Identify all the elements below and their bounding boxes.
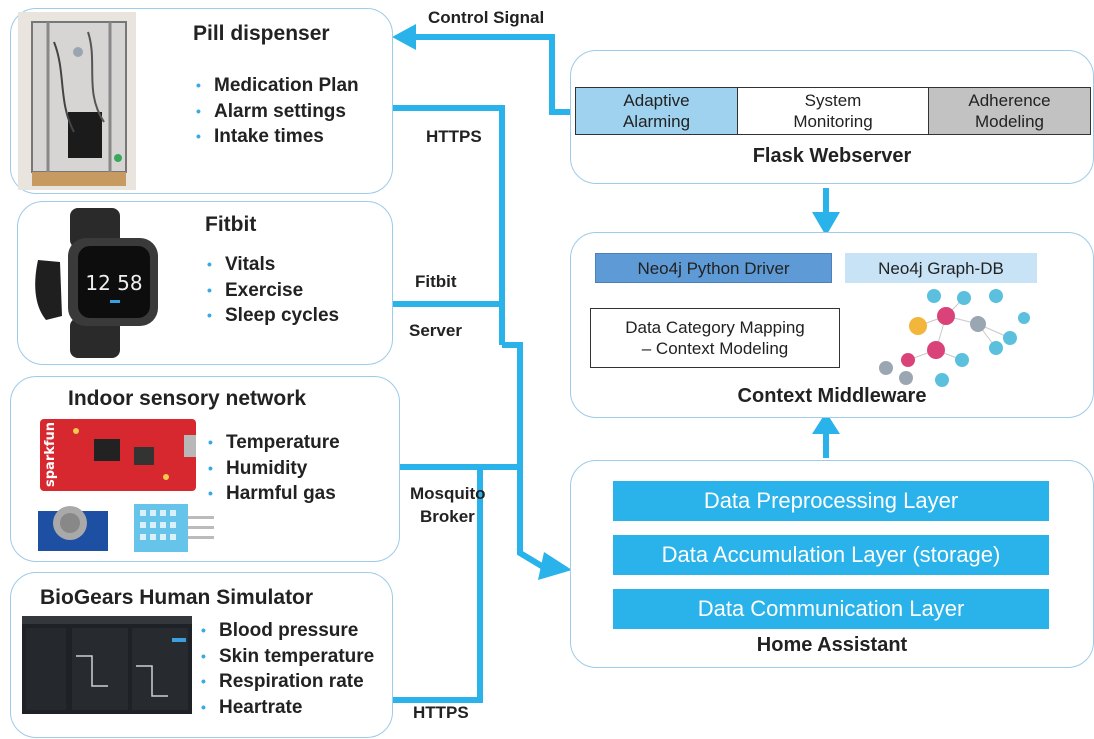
pill-dispenser-list: Medication Plan Alarm settings Intake ti…: [196, 73, 359, 150]
list-item: Medication Plan: [196, 73, 359, 99]
flask-webserver-title: Flask Webserver: [752, 145, 912, 167]
list-item: Respiration rate: [201, 669, 374, 695]
data-category-mapping-box: Data Category Mapping– Context Modeling: [590, 308, 840, 368]
biogears-screen-photo: [22, 616, 192, 714]
control-signal-line: [415, 34, 573, 115]
flask-context-arrowhead: [812, 212, 840, 236]
fitbit-server-label-2: Server: [409, 321, 462, 340]
home-assistant-arrowhead: [538, 552, 572, 580]
biogears-title: BioGears Human Simulator: [40, 586, 314, 609]
fitbit-server-label-1: Fitbit: [415, 272, 457, 291]
neo4j-graph-image: [879, 289, 1030, 387]
neo4j-graphdb-box: Neo4j Graph-DB: [845, 253, 1037, 283]
list-item: Temperature: [208, 430, 340, 456]
context-middleware-title: Context Middleware: [737, 385, 927, 407]
humidity-sensor-photo: [134, 504, 214, 552]
https-bottom-label: HTTPS: [413, 703, 469, 722]
list-item: Exercise: [207, 278, 339, 304]
fitbit-title: Fitbit: [205, 213, 257, 236]
indoor-list: Temperature Humidity Harmful gas: [208, 430, 340, 507]
control-signal-label: Control Signal: [428, 8, 545, 27]
indoor-title: Indoor sensory network: [68, 387, 307, 410]
list-item: Intake times: [196, 124, 359, 150]
home-assistant-title: Home Assistant: [756, 634, 908, 656]
data-communication-layer: Data Communication Layer: [613, 589, 1049, 629]
mosquito-broker-label-1: Mosquito: [410, 484, 486, 503]
fitbit-watch-photo: 12 58: [35, 208, 158, 358]
list-item: Heartrate: [201, 695, 374, 721]
neo4j-driver-box: Neo4j Python Driver: [595, 253, 832, 283]
list-item: Alarm settings: [196, 99, 359, 125]
pill-dispenser-photo: [18, 12, 136, 190]
pill-dispenser-title: Pill dispenser: [193, 22, 330, 45]
main-bus-line: [502, 342, 547, 571]
list-item: Sleep cycles: [207, 303, 339, 329]
biogears-list: Blood pressure Skin temperature Respirat…: [201, 618, 374, 720]
list-item: Blood pressure: [201, 618, 374, 644]
list-item: Skin temperature: [201, 644, 374, 670]
list-item: Humidity: [208, 456, 340, 482]
list-item: Harmful gas: [208, 481, 340, 507]
control-signal-arrowhead: [392, 24, 416, 50]
fitbit-list: Vitals Exercise Sleep cycles: [207, 252, 339, 329]
data-accumulation-layer: Data Accumulation Layer (storage): [613, 535, 1049, 575]
gas-sensor-photo: [38, 506, 108, 551]
data-preprocessing-layer: Data Preprocessing Layer: [613, 481, 1049, 521]
sensor-board-photo: sparkfun: [40, 419, 196, 491]
https-top-label: HTTPS: [426, 127, 482, 146]
watch-time-text: 12 58: [85, 271, 142, 295]
home-context-arrowhead: [812, 412, 840, 434]
mosquito-broker-label-2: Broker: [420, 507, 475, 526]
board-brand-text: sparkfun: [43, 422, 58, 487]
pill-https-line: [393, 105, 505, 345]
list-item: Vitals: [207, 252, 339, 278]
